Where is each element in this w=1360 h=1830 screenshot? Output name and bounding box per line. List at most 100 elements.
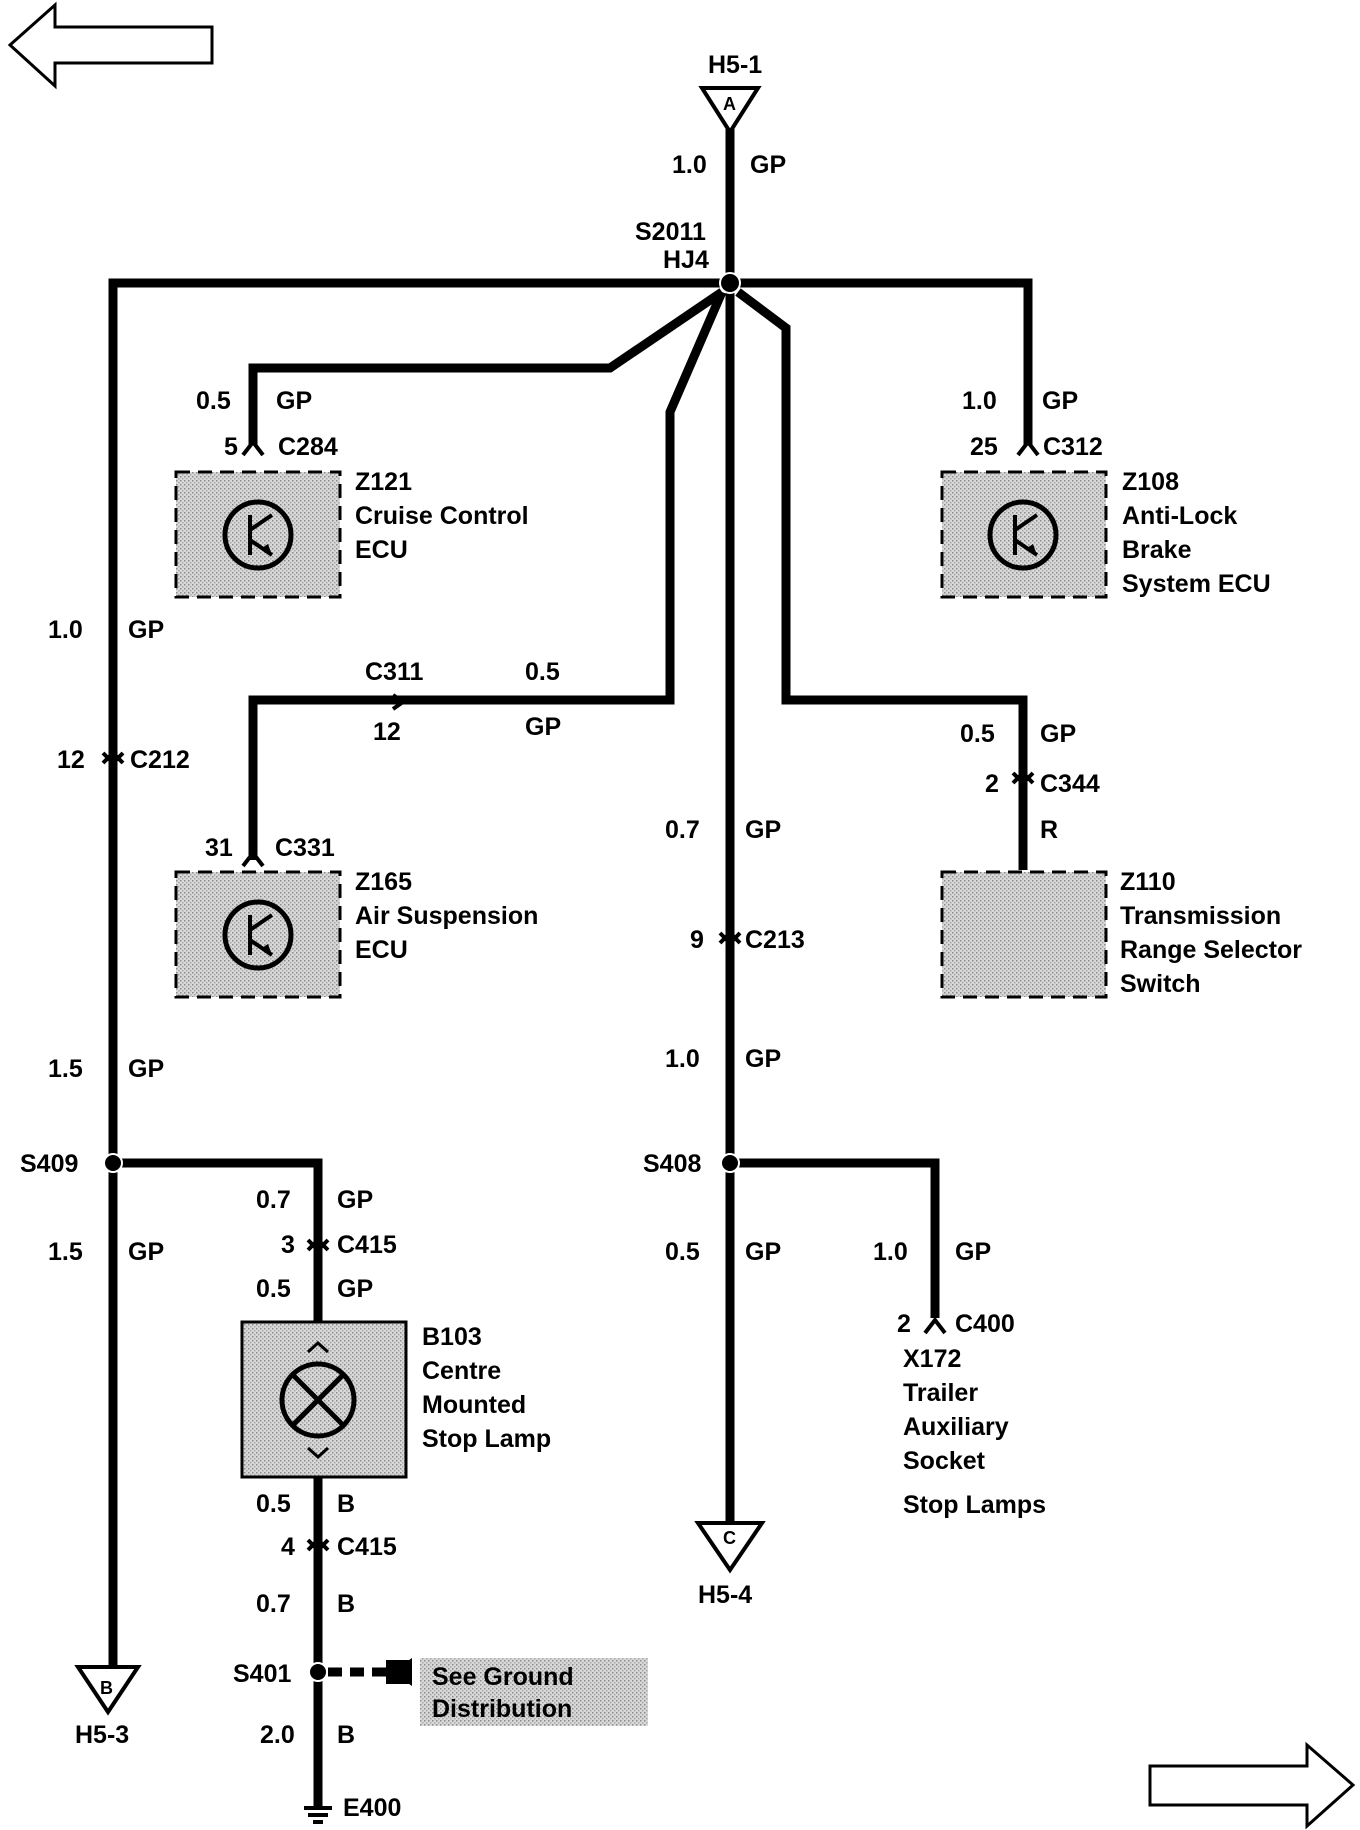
ground-icon <box>304 1806 332 1824</box>
wire-size: 0.7 <box>665 816 700 844</box>
pin-number: 2 <box>985 770 999 798</box>
pin-symbols <box>101 438 1040 1553</box>
stop-lamps-title: Stop Lamps <box>903 1491 1046 1519</box>
pin-number: 4 <box>281 1533 295 1561</box>
wire-color: GP <box>128 616 164 644</box>
wire-size: 0.7 <box>256 1590 291 1618</box>
wire-color: GP <box>745 1238 781 1266</box>
left-arrow-icon[interactable] <box>7 1 214 90</box>
splice-s409-label: S409 <box>20 1150 78 1178</box>
wire-color: GP <box>337 1186 373 1214</box>
connector-c-triangle <box>694 1521 766 1574</box>
wire-color: GP <box>276 387 312 415</box>
pin-number: 12 <box>57 746 85 774</box>
right-arrow-icon[interactable] <box>1148 1741 1356 1830</box>
pin-number: 31 <box>205 834 233 862</box>
wire-size: 2.0 <box>260 1721 295 1749</box>
wire-size: 1.5 <box>48 1055 83 1083</box>
wire-color: GP <box>1042 387 1078 415</box>
component-z121-line-2: ECU <box>355 536 408 564</box>
component-b103-line-1: Centre <box>422 1357 501 1385</box>
wire-size: 1.0 <box>665 1045 700 1073</box>
component-z110-line-0: Z110 <box>1120 868 1176 896</box>
component-z108-line-3: System ECU <box>1122 570 1271 598</box>
connector-label: C312 <box>1043 433 1103 461</box>
wire-color: GP <box>128 1238 164 1266</box>
wire-color: B <box>337 1590 355 1618</box>
connector-label: C415 <box>337 1231 397 1259</box>
component-z110-line-3: Switch <box>1120 970 1201 998</box>
pin-number: 12 <box>373 718 401 746</box>
connector-a-triangle <box>698 86 762 136</box>
pin-number: 3 <box>281 1231 295 1259</box>
connector-b-letter: B <box>100 1678 113 1698</box>
component-z121-line-0: Z121 <box>355 468 412 496</box>
b103-lamp <box>240 1320 408 1479</box>
splice-node-s409 <box>103 1153 123 1173</box>
wire-size: 0.5 <box>256 1490 291 1518</box>
ground-reference-line-0: See Ground <box>432 1663 574 1691</box>
connector-a-ref: H5-1 <box>708 51 762 79</box>
wire-size: 0.5 <box>525 658 560 686</box>
component-z108-line-2: Brake <box>1122 536 1192 564</box>
ground-reference-line-1: Distribution <box>432 1695 572 1723</box>
splice-node-s401 <box>308 1662 328 1682</box>
component-b103-line-2: Mounted <box>422 1391 526 1419</box>
splice-s2011-sub: HJ4 <box>663 246 709 274</box>
connector-b-ref: H5-3 <box>75 1721 129 1749</box>
z121-module <box>174 470 342 599</box>
wire-color: B <box>337 1721 355 1749</box>
wire-size: 1.0 <box>48 616 83 644</box>
wire-size: 0.5 <box>960 720 995 748</box>
wire-size: 1.5 <box>48 1238 83 1266</box>
component-z110-line-2: Range Selector <box>1120 936 1302 964</box>
wire-size: 1.0 <box>672 151 707 179</box>
wire-size: 0.5 <box>665 1238 700 1266</box>
labels: H5-1 A 1.0 GP S2011 HJ4 0.5 GP 5 C284 Z1… <box>20 51 1302 1822</box>
z110-switch <box>940 870 1108 999</box>
connector-label: C311 <box>365 658 423 686</box>
connector-b-triangle <box>74 1665 142 1716</box>
pin-number: 25 <box>970 433 998 461</box>
wire-color: GP <box>1040 720 1076 748</box>
wire-color: GP <box>337 1275 373 1303</box>
wire-color: GP <box>745 1045 781 1073</box>
splice-node-s2011 <box>719 272 741 294</box>
connector-label: C344 <box>1040 770 1100 798</box>
pin-number: 2 <box>897 1310 911 1338</box>
wire-color: GP <box>128 1055 164 1083</box>
component-z108-line-1: Anti-Lock <box>1122 502 1237 530</box>
wire-size: 0.7 <box>256 1186 291 1214</box>
wire-color: GP <box>745 816 781 844</box>
component-x172-line-3: Socket <box>903 1447 986 1475</box>
pin-number: 9 <box>690 926 704 954</box>
connector-c-letter: C <box>723 1528 736 1548</box>
wires <box>108 125 1033 1808</box>
component-z165-line-2: ECU <box>355 936 408 964</box>
connector-label: C415 <box>337 1533 397 1561</box>
component-b103-line-3: Stop Lamp <box>422 1425 551 1453</box>
z165-module <box>174 870 342 999</box>
wire-size: 1.0 <box>873 1238 908 1266</box>
connector-c-ref: H5-4 <box>698 1581 752 1609</box>
component-z110-line-1: Transmission <box>1120 902 1281 930</box>
z108-module <box>940 470 1108 599</box>
connector-label: C331 <box>275 834 335 862</box>
pin-number: 5 <box>224 433 238 461</box>
component-x172-line-0: X172 <box>903 1345 961 1373</box>
ground-reference-box <box>420 1658 648 1726</box>
component-b103-line-0: B103 <box>422 1323 482 1351</box>
component-x172-line-1: Trailer <box>903 1379 978 1407</box>
wire-color: GP <box>955 1238 991 1266</box>
connector-label: C213 <box>745 926 805 954</box>
ground-reference-line <box>328 1658 412 1686</box>
splice-node-s408 <box>720 1153 740 1173</box>
wire-color: GP <box>525 713 561 741</box>
wire-color: B <box>337 1490 355 1518</box>
wire-size: 1.0 <box>962 387 997 415</box>
wire-color: R <box>1040 816 1058 844</box>
connector-label: C212 <box>130 746 190 774</box>
connector-label: C284 <box>278 433 338 461</box>
wire-size: 0.5 <box>256 1275 291 1303</box>
